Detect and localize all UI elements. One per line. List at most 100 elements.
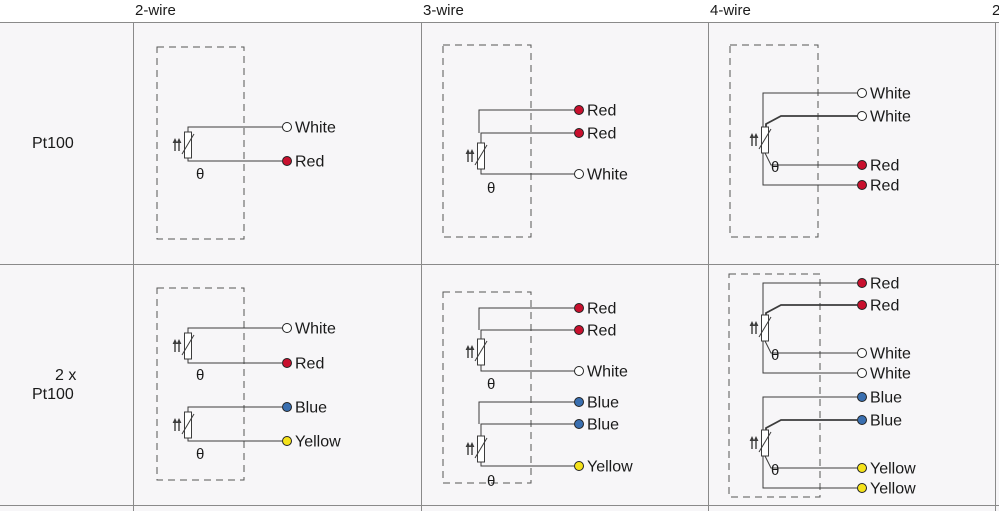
r2-4wire-a-terminal-1-label: Red [870,276,899,293]
r2-3wire-b-wire-2 [480,423,574,436]
r2-4wire-b-terminal-1-dot [857,392,867,402]
r1-3wire-terminal-2-dot [574,128,584,138]
r1-3wire-wire-2 [480,132,574,143]
r2-4wire-a-terminal-2-dot [857,300,867,310]
r1-4wire-terminal-4-label: Red [870,178,899,195]
r2-3wire-b-terminal-3-dot [574,461,584,471]
r2-3wire-a-sensor-slash [474,340,488,362]
r2-4wire-a-sensor-slash [758,316,772,338]
r2-4wire-b-sensor-arrow-head-0 [749,436,755,441]
r1-4wire-sensor-body [761,126,769,154]
r2-2wire-a-sensor-arrow-head-0 [172,339,178,344]
r2-2wire-a-theta: θ [196,367,204,384]
r1-2wire-wire-top [187,126,282,132]
r2-2wire-b-terminal-1-dot [282,402,292,412]
r1-2wire-terminal-2-dot [282,156,292,166]
r2-4wire-a-theta: θ [771,347,779,364]
r1-2wire-sensor-slash [181,133,195,155]
r2-4wire-b-wire-1 [762,396,857,430]
header-cut-off: 2 [992,2,999,19]
r2-3wire-b-sensor-body [477,435,485,463]
r2-4wire-a-terminal-3-dot [857,348,867,358]
r2-2wire-b-terminal-2-label: Yellow [295,434,341,451]
r2-2wire-a-sensor-body [184,332,192,360]
r2-2wire-a-wire-top [187,327,282,333]
r2-3wire-b-terminal-3-label: Yellow [587,459,633,476]
r2-3wire-b-wire-1 [478,401,574,424]
r2-3wire-a-terminal-1-dot [574,303,584,313]
row-label-pt100-dual: Pt100 [32,386,74,403]
r2-4wire-a-terminal-2-label: Red [870,298,899,315]
r1-4wire-wire-4 [762,153,857,186]
r2-2wire-b-theta: θ [196,446,204,463]
r2-4wire-b-terminal-4-dot [857,483,867,493]
r2-3wire-a-theta: θ [487,376,495,393]
r2-3wire-b-terminal-2-label: Blue [587,417,619,434]
r1-3wire-theta: θ [487,180,495,197]
r2-4wire-a-terminal-4-dot [857,368,867,378]
r1-3wire-terminal-1-label: Red [587,103,616,120]
r1-4wire-terminal-3-dot [857,160,867,170]
r1-4wire-sensor-arrow-head-1 [753,133,759,138]
r2-4wire-a-wire-2 [765,304,857,315]
r2-4wire-b-sensor-slash [758,431,772,453]
r1-4wire-dashed-box [729,44,819,238]
r1-3wire-terminal-2-label: Red [587,126,616,143]
r2-3wire-dashed-box [442,291,532,484]
r2-2wire-b-sensor-arrow-head-0 [172,418,178,423]
row-label-2x: 2 x [55,367,76,384]
r1-4wire-terminal-3-label: Red [870,158,899,175]
header-2-wire: 2-wire [135,2,176,19]
r2-3wire-b-terminal-1-dot [574,397,584,407]
r2-4wire-b-sensor-arrow-head-1 [753,436,759,441]
r2-3wire-a-sensor-arrow-head-1 [469,345,475,350]
r2-4wire-b-terminal-2-dot [857,415,867,425]
r2-2wire-b-sensor-slash [181,413,195,435]
r2-2wire-b-wire-bottom [187,438,282,442]
r1-2wire-dashed-box [156,46,245,240]
r1-3wire-sensor-arrow-head-0 [465,149,471,154]
r2-3wire-a-sensor-body [477,338,485,366]
r2-3wire-b-terminal-1-label: Blue [587,395,619,412]
header-4-wire: 4-wire [710,2,751,19]
r1-4wire-terminal-2-dot [857,111,867,121]
r2-4wire-a-wire-3 [764,340,857,354]
r2-3wire-b-theta: θ [487,473,495,490]
r2-2wire-b-sensor-arrow-head-1 [176,418,182,423]
r2-3wire-a-terminal-3-dot [574,366,584,376]
header-3-wire: 3-wire [423,2,464,19]
r1-3wire-terminal-3-label: White [587,167,628,184]
r2-4wire-b-terminal-3-label: Yellow [870,461,916,478]
r2-4wire-b-wire-4 [762,456,857,489]
r2-2wire-b-terminal-2-dot [282,436,292,446]
r2-3wire-a-wire-3 [480,365,574,372]
r2-3wire-b-wire-3 [480,462,574,467]
r2-4wire-a-terminal-1-dot [857,278,867,288]
r2-3wire-b-terminal-2-dot [574,419,584,429]
r2-3wire-a-wire-2 [480,329,574,339]
r2-4wire-b-wire-3 [764,455,857,469]
r2-3wire-a-terminal-2-dot [574,325,584,335]
r2-2wire-b-terminal-1-label: Blue [295,400,327,417]
r2-3wire-b-sensor-arrow-head-0 [465,442,471,447]
r1-3wire-dashed-box [442,44,532,238]
r1-2wire-sensor-arrow-head-1 [176,138,182,143]
r1-3wire-wire-1 [478,109,574,133]
r1-4wire-sensor-slash [758,128,772,150]
r2-4wire-a-wire-4 [762,341,857,374]
r2-4wire-a-wire-1 [762,282,857,315]
r1-4wire-wire-2 [765,115,857,127]
circuits-layer: WhiteRedθRedRedWhiteθWhiteWhiteRedRedθWh… [156,44,916,498]
r2-2wire-dashed-box [156,287,245,481]
r2-3wire-a-terminal-2-label: Red [587,323,616,340]
r2-4wire-dashed-box [728,273,821,498]
r2-3wire-a-terminal-3-label: White [587,364,628,381]
r1-4wire-wire-1 [762,92,857,127]
r1-2wire-theta: θ [196,166,204,183]
r2-4wire-b-terminal-2-label: Blue [870,413,902,430]
r1-4wire-theta: θ [771,159,779,176]
r1-3wire-wire-3 [480,169,574,175]
r2-3wire-a-sensor-arrow-head-0 [465,345,471,350]
row-label-pt100: Pt100 [32,135,74,152]
